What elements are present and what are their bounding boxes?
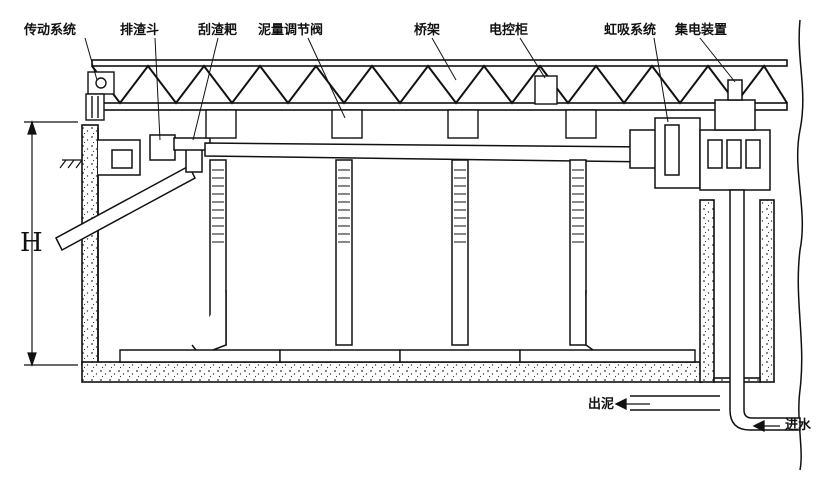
label-depth-h: H (20, 228, 43, 258)
label-sludge-out: 出泥 (588, 397, 615, 412)
tank-structure (81, 124, 775, 383)
label-drive-system: 传动系统 (24, 23, 77, 38)
break-line (797, 19, 804, 471)
scraper-plates (119, 349, 696, 363)
valve-blocks (205, 109, 597, 139)
label-collector: 集电装置 (675, 23, 728, 38)
drive-unit (85, 71, 115, 121)
flow-arrows (614, 397, 780, 433)
label-sludge-valve: 泥量调节阀 (258, 23, 324, 38)
scum-trough (98, 134, 176, 176)
bridge-truss (91, 59, 788, 111)
label-scum-hopper: 排渣斗 (120, 23, 160, 38)
label-bridge: 桥架 (414, 23, 441, 38)
control-cabinet (534, 75, 558, 105)
dimension-h (24, 120, 78, 367)
collector-device (699, 79, 771, 191)
inflow-channel (729, 189, 801, 431)
label-scum-skimmer: 刮渣耙 (198, 23, 238, 38)
siphon-box (654, 117, 701, 189)
label-water-in: 进水 (785, 418, 812, 433)
label-control-cabinet: 电控柜 (489, 23, 529, 38)
sludge-outlet (630, 395, 720, 411)
main-pipe (204, 129, 681, 169)
label-siphon-system: 虹吸系统 (604, 23, 657, 38)
leader-lines (84, 37, 736, 141)
suction-pipes (191, 159, 601, 356)
scum-pipe (55, 137, 211, 252)
